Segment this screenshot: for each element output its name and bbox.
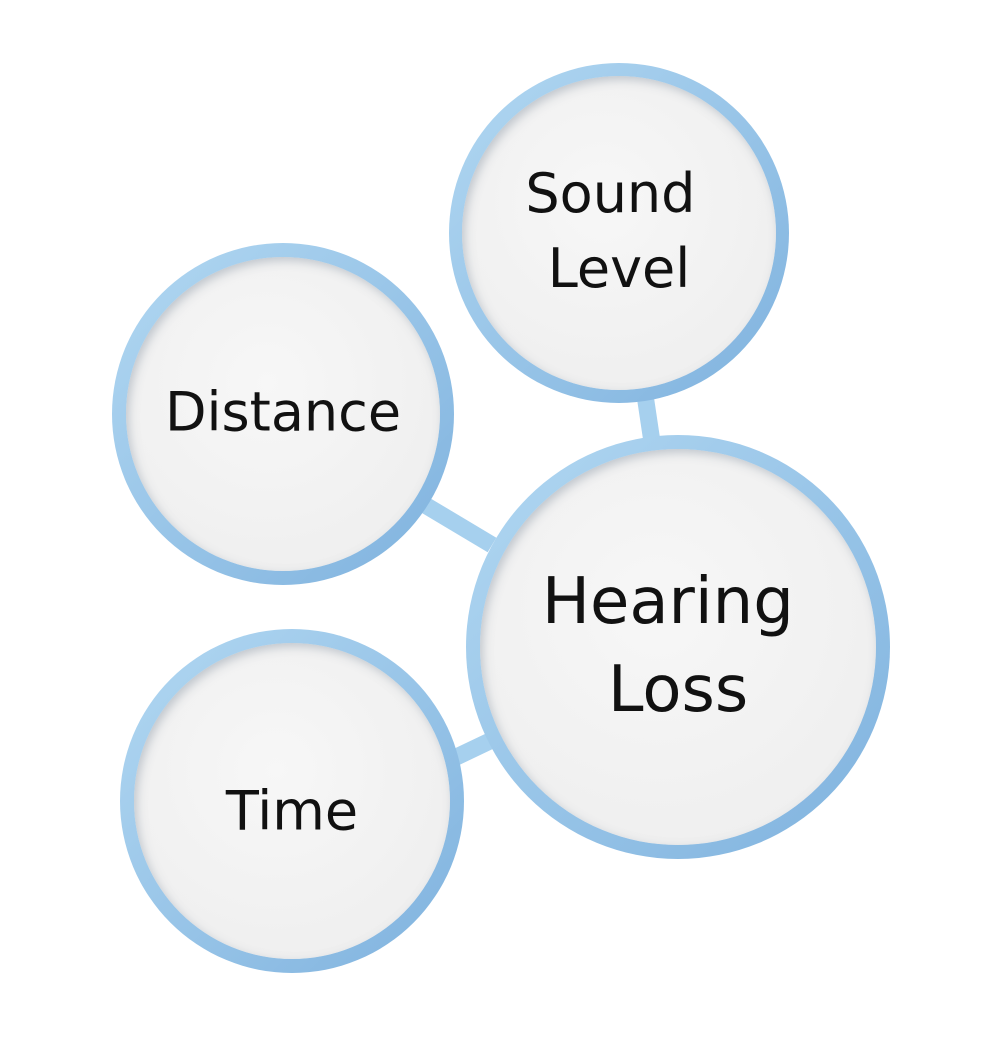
node-time-label: Time xyxy=(225,780,358,843)
node-distance: Distance xyxy=(112,243,454,585)
node-sound-level-fill xyxy=(462,76,776,390)
node-distance-label: Distance xyxy=(165,381,401,444)
node-time: Time xyxy=(120,629,464,973)
node-sound-level-label: Sound Level xyxy=(525,162,712,300)
node-hearing-loss-line2: Loss xyxy=(608,653,748,727)
node-sound-level-line2: Level xyxy=(548,237,691,300)
node-hearing-loss-line1: Hearing xyxy=(542,565,794,639)
node-sound-level-line1: Sound xyxy=(525,162,695,225)
node-hearing-loss-label: Hearing Loss xyxy=(542,565,814,727)
node-hearing-loss-fill xyxy=(480,449,876,845)
node-sound-level: Sound Level xyxy=(449,63,789,403)
node-time-fill xyxy=(134,643,450,959)
node-hearing-loss: Hearing Loss xyxy=(466,435,890,859)
node-distance-fill xyxy=(126,257,440,571)
connector-sound-level xyxy=(636,393,661,444)
connector-distance xyxy=(420,497,497,553)
